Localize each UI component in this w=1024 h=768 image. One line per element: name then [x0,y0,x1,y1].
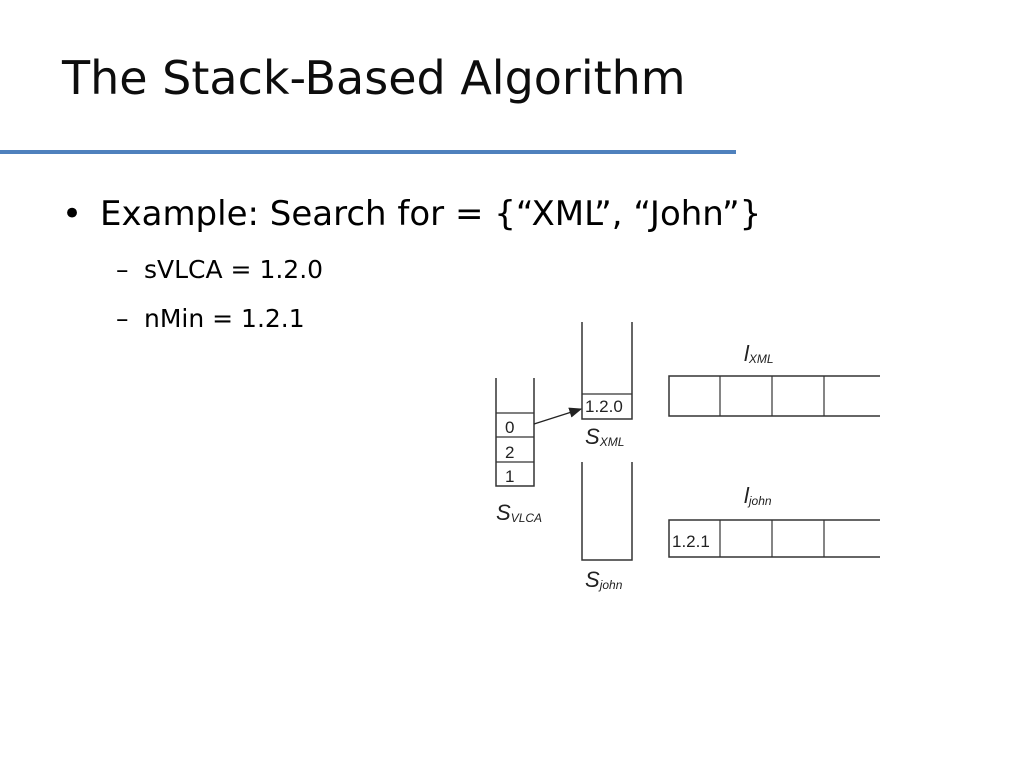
sxml-label: SXML [585,424,624,449]
bullet-marker: • [62,194,83,234]
lxml-label-sub: XML [748,352,774,366]
sjohn-label-sub: john [598,578,623,592]
bullet-item: • Example: Search for = {“XML”, “John”} [62,192,761,236]
sxml-label-sub: XML [599,435,625,449]
ljohn-label: ljohn [744,483,772,508]
ljohn-list-outline [668,519,880,558]
subbullet-nmin: –nMin = 1.2.1 [116,303,305,335]
svlca-cell: 2 [505,443,514,462]
bullet-text: Example: Search for = {“XML”, “John”} [100,194,762,234]
subbullet-svlca: –sVLCA = 1.2.0 [116,254,323,286]
svlca-stack: 0 2 1 SVLCA [495,378,542,525]
lxml-list: lXML [668,341,880,417]
ljohn-list: ljohn 1.2.1 [668,483,880,558]
sxml-stack-outline [581,322,633,420]
slide-title: The Stack-Based Algorithm [62,51,686,105]
svlca-label-sub: VLCA [511,511,542,525]
lxml-list-outline [668,375,880,417]
ljohn-label-main: l [744,483,750,508]
sxml-cell: 1.2.0 [585,397,623,416]
lxml-label: lXML [744,341,774,366]
sxml-label-main: S [585,424,600,449]
pointer-arrow [533,407,583,425]
svlca-label: SVLCA [496,500,542,525]
svlca-cell: 0 [505,418,514,437]
svlca-cell: 1 [505,467,514,486]
ljohn-cell: 1.2.1 [672,532,710,551]
sjohn-stack-outline [581,462,633,561]
subbullet-marker: – [116,255,129,284]
lxml-label-main: l [744,341,750,366]
subbullet-marker: – [116,304,129,333]
svlca-label-main: S [496,500,511,525]
subbullet-text: nMin = 1.2.1 [144,304,305,333]
sjohn-stack: Sjohn [581,462,633,592]
ljohn-label-sub: john [747,494,772,508]
sxml-stack: 1.2.0 SXML [581,322,633,449]
sjohn-label: Sjohn [585,567,623,592]
svlca-stack-outline [495,378,535,487]
subbullet-text: sVLCA = 1.2.0 [144,255,324,284]
sjohn-label-main: S [585,567,600,592]
title-underline [0,150,736,154]
